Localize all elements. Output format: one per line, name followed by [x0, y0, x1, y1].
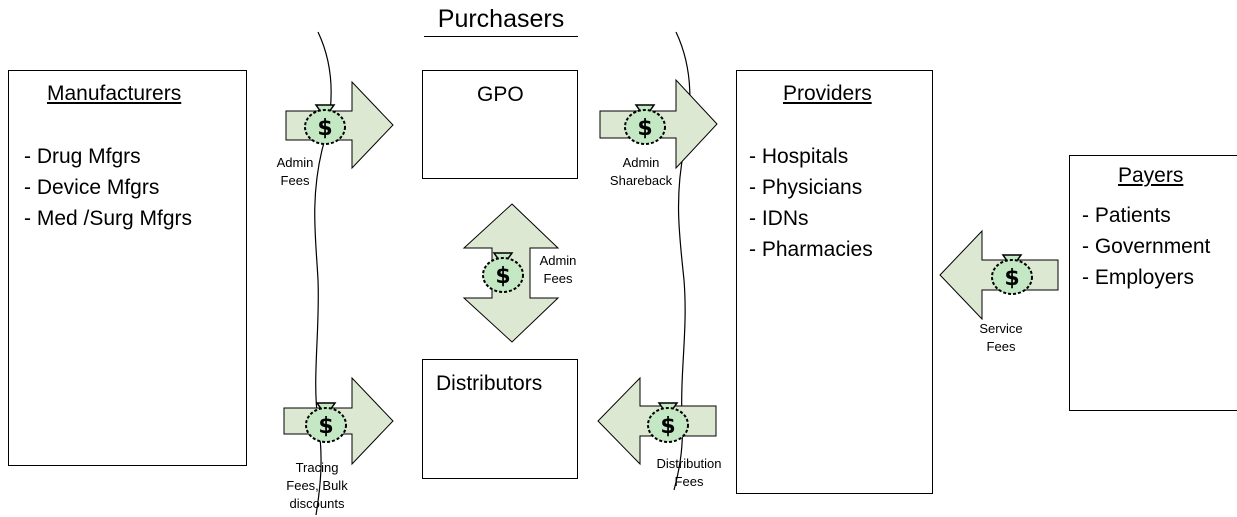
page-title: Purchasers — [437, 5, 565, 33]
svg-text:$: $ — [495, 264, 510, 289]
dollar-moneybag-icon: $ — [304, 104, 346, 145]
gpo-box: GPO — [422, 70, 578, 179]
manufacturers-title: Manufacturers — [47, 82, 182, 105]
providers-box: Providers - Hospitals - Physicians - IDN… — [736, 70, 933, 494]
list-item: - Employers — [1082, 266, 1195, 289]
list-item: - Pharmacies — [749, 238, 873, 261]
svg-text:$: $ — [317, 116, 332, 141]
providers-title: Providers — [783, 82, 872, 105]
page-title-underline — [424, 36, 578, 37]
list-item: - Patients — [1082, 204, 1171, 227]
svg-text:$: $ — [1004, 266, 1019, 291]
svg-text:$: $ — [660, 414, 675, 439]
flow-label-admin-fees: Admin Fees — [276, 155, 314, 188]
list-item: - Government — [1082, 235, 1211, 258]
distributors-title: Distributors — [436, 372, 543, 395]
payers-list: - Patients - Government - Employers — [1082, 200, 1210, 293]
manufacturers-list: - Drug Mfgrs - Device Mfgrs - Med /Surg … — [24, 141, 192, 234]
flow-label-admin-shareback: Admin Shareback — [609, 155, 673, 188]
payers-title: Payers — [1118, 164, 1184, 187]
gpo-title: GPO — [477, 83, 524, 106]
list-item: - Drug Mfgrs — [24, 145, 141, 168]
list-item: - Med /Surg Mfgrs — [24, 207, 193, 230]
manufacturers-box: Manufacturers - Drug Mfgrs - Device Mfgr… — [8, 70, 247, 466]
svg-text:$: $ — [318, 414, 333, 439]
distributors-box: Distributors — [422, 359, 578, 479]
dollar-moneybag-icon: $ — [647, 402, 689, 443]
list-item: - Device Mfgrs — [24, 176, 160, 199]
svg-text:$: $ — [637, 116, 652, 141]
list-item: - IDNs — [749, 207, 809, 230]
flow-label-tracing-fees: Tracing Fees, Bulk discounts — [286, 460, 348, 511]
payers-box: Payers - Patients - Government - Employe… — [1069, 155, 1237, 411]
providers-list: - Hospitals - Physicians - IDNs - Pharma… — [749, 141, 873, 265]
flow-label-admin-fees-gpo-distributors: Admin Fees — [539, 253, 577, 286]
dollar-moneybag-icon: $ — [624, 104, 666, 145]
flow-label-service-fees: Service Fees — [979, 321, 1023, 354]
flow-label-distribution-fees: Distribution Fees — [656, 456, 722, 489]
dollar-moneybag-icon: $ — [482, 252, 524, 293]
dollar-moneybag-icon: $ — [991, 254, 1033, 295]
dollar-moneybag-icon: $ — [305, 402, 347, 443]
list-item: - Physicians — [749, 176, 863, 199]
list-item: - Hospitals — [749, 145, 849, 168]
